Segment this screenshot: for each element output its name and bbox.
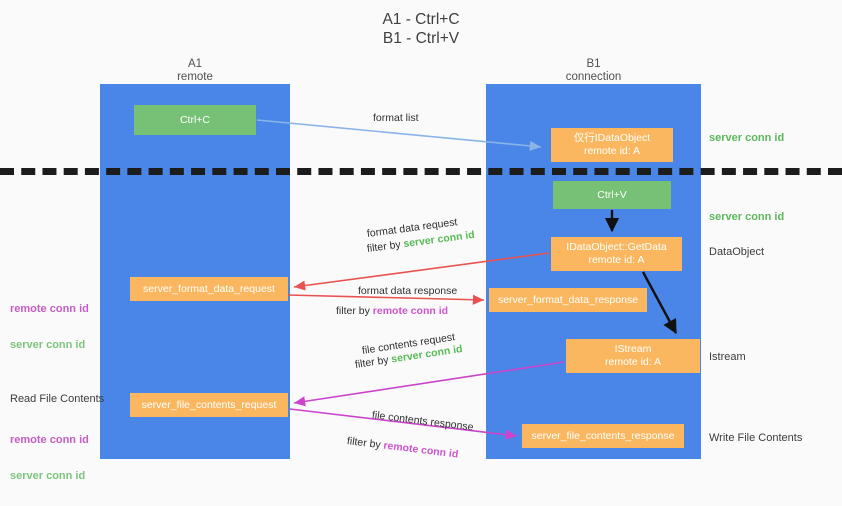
box-server-format-data-response[interactable]: server_format_data_response	[489, 288, 647, 312]
filter-by-text: filter by	[366, 238, 405, 255]
label-dataobject: DataObject	[709, 246, 765, 258]
label-server-conn-id-second: server conn id	[709, 211, 785, 223]
box-istream[interactable]: IStream remote id: A	[566, 339, 700, 373]
caption-file-contents-response: file contents response	[371, 409, 475, 434]
box-server-file-contents-response[interactable]: server_file_contents_response	[522, 424, 684, 448]
page-title: A1 - Ctrl+C B1 - Ctrl+V	[382, 11, 460, 47]
box-ctrl-v[interactable]: Ctrl+V	[553, 181, 671, 209]
column-header-b1: B1 connection	[565, 58, 622, 83]
caption-format-data-response-filter: filter by remote conn id	[336, 305, 448, 317]
dashed-separator	[0, 168, 842, 175]
label-conn-ids-bottom: remote conn id server conn id	[10, 410, 89, 506]
box-idataobject-getdata[interactable]: IDataObject::GetData remote id: A	[551, 237, 682, 271]
column-header-a1: A1 remote	[177, 58, 213, 83]
label-remote-conn-id-2: remote conn id	[10, 434, 89, 446]
label-server-conn-id-2: server conn id	[10, 470, 86, 482]
label-remote-conn-id: remote conn id	[10, 303, 89, 315]
filter-by-text-2: filter by	[336, 305, 373, 317]
label-conn-ids-middle: remote conn id server conn id	[10, 279, 89, 375]
label-server-conn-id: server conn id	[10, 339, 86, 351]
caption-format-data-response: format data response	[358, 285, 458, 297]
filter-remote-conn-id-2: remote conn id	[382, 439, 459, 461]
caption-file-contents-response-filter: filter by remote conn id	[346, 435, 459, 461]
label-read-file-contents: Read File Contents	[10, 393, 105, 405]
label-server-conn-id-top: server conn id	[709, 132, 785, 144]
box-ctrl-c[interactable]: Ctrl+C	[134, 105, 256, 135]
label-istream: Istream	[709, 351, 746, 363]
filter-by-text-3: filter by	[354, 353, 393, 371]
filter-remote-conn-id: remote conn id	[372, 305, 449, 317]
diagram-canvas: A1 - Ctrl+C B1 - Ctrl+V A1 remote B1 con…	[0, 11, 842, 482]
box-server-format-data-request[interactable]: server_format_data_request	[130, 277, 288, 301]
caption-format-list: format list	[373, 112, 419, 124]
box-idataobject[interactable]: 仅行IDataObject remote id: A	[551, 128, 673, 162]
filter-by-text-4: filter by	[346, 435, 385, 452]
label-write-file-contents: Write File Contents	[709, 432, 803, 444]
box-server-file-contents-request[interactable]: server_file_contents_request	[130, 393, 288, 417]
